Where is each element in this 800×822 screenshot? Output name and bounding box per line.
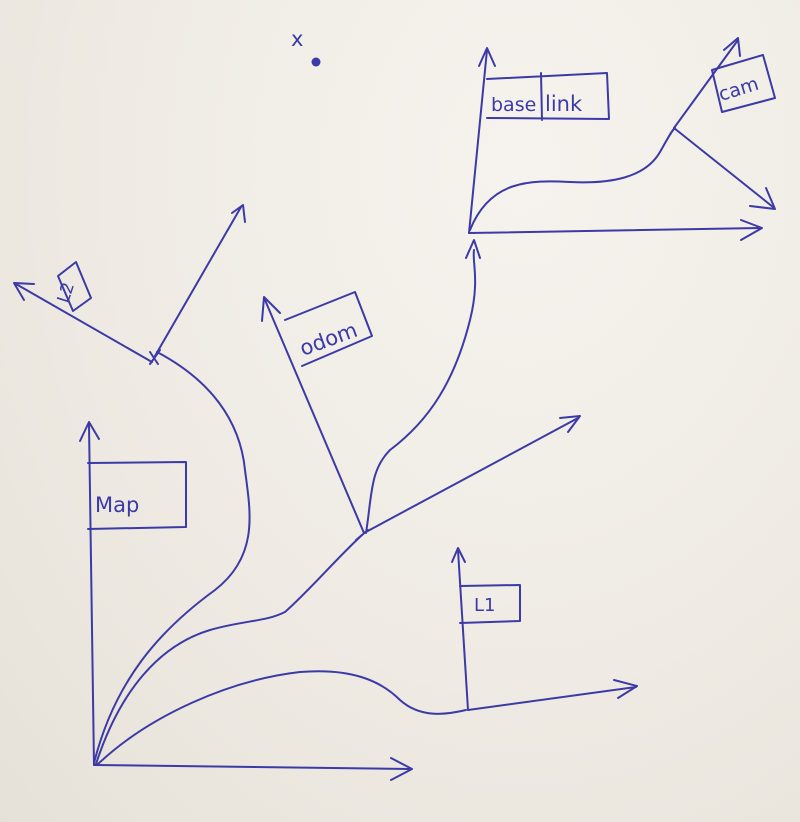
base-link-x-axis [468, 227, 761, 234]
base-link-to-cam-link [469, 127, 676, 231]
l1-y-axis [457, 549, 469, 711]
frame-l2: L2 [13, 204, 246, 365]
odom-to-base-link-link [365, 249, 477, 534]
frame-base-link: base link [465, 47, 763, 259]
l2-label: L2 [54, 280, 79, 305]
odom-label-box [284, 291, 373, 367]
frame-cam: cam [673, 37, 776, 210]
base-link-origin-tick [465, 239, 481, 259]
odom-x-arrowhead [559, 415, 581, 433]
l2-y-axis [154, 206, 242, 357]
map-to-l1-link [97, 670, 467, 765]
map-x-arrowhead [390, 757, 413, 781]
frame-map: Map [79, 421, 413, 781]
cam-y-axis [673, 39, 739, 129]
l2-x-axis [15, 283, 153, 363]
l1-x-axis [467, 686, 637, 711]
cam-x-axis [673, 127, 774, 208]
point-dot [311, 57, 321, 67]
l2-y-arrowhead [231, 204, 246, 223]
map-x-axis [93, 764, 411, 770]
base-link-x-arrowhead [740, 219, 763, 241]
map-to-l2-link [93, 351, 251, 764]
l1-x-arrowhead [613, 679, 638, 699]
point-marker-label: x [291, 27, 303, 51]
frame-odom: odom [261, 291, 581, 541]
cam-y-arrowhead [723, 37, 741, 57]
map-to-odom-link [95, 534, 363, 765]
l2-origin-tick [149, 349, 161, 365]
l1-label-box [459, 584, 521, 624]
odom-y-axis [264, 299, 365, 534]
base-link-label-left: base [491, 94, 536, 116]
l1-label: L1 [474, 595, 495, 616]
base-link-y-arrowhead [478, 47, 496, 67]
map-label: Map [95, 493, 139, 517]
odom-x-axis [363, 417, 579, 534]
frame-l1: L1 [451, 547, 638, 711]
map-y-axis [88, 424, 95, 766]
cam-x-arrowhead [749, 187, 776, 210]
l2-x-arrowhead [13, 282, 35, 301]
l2-label-box [57, 261, 92, 312]
cam-label-box [711, 54, 776, 113]
base-link-label-box [486, 72, 610, 121]
cam-label: cam [716, 73, 761, 106]
l1-y-arrowhead [451, 547, 466, 563]
map-label-box [87, 461, 187, 530]
base-link-y-axis [468, 49, 488, 234]
map-y-arrowhead [79, 421, 100, 442]
odom-y-arrowhead [261, 296, 281, 322]
point-marker: x [291, 27, 321, 67]
base-link-label-right: link [545, 92, 583, 116]
